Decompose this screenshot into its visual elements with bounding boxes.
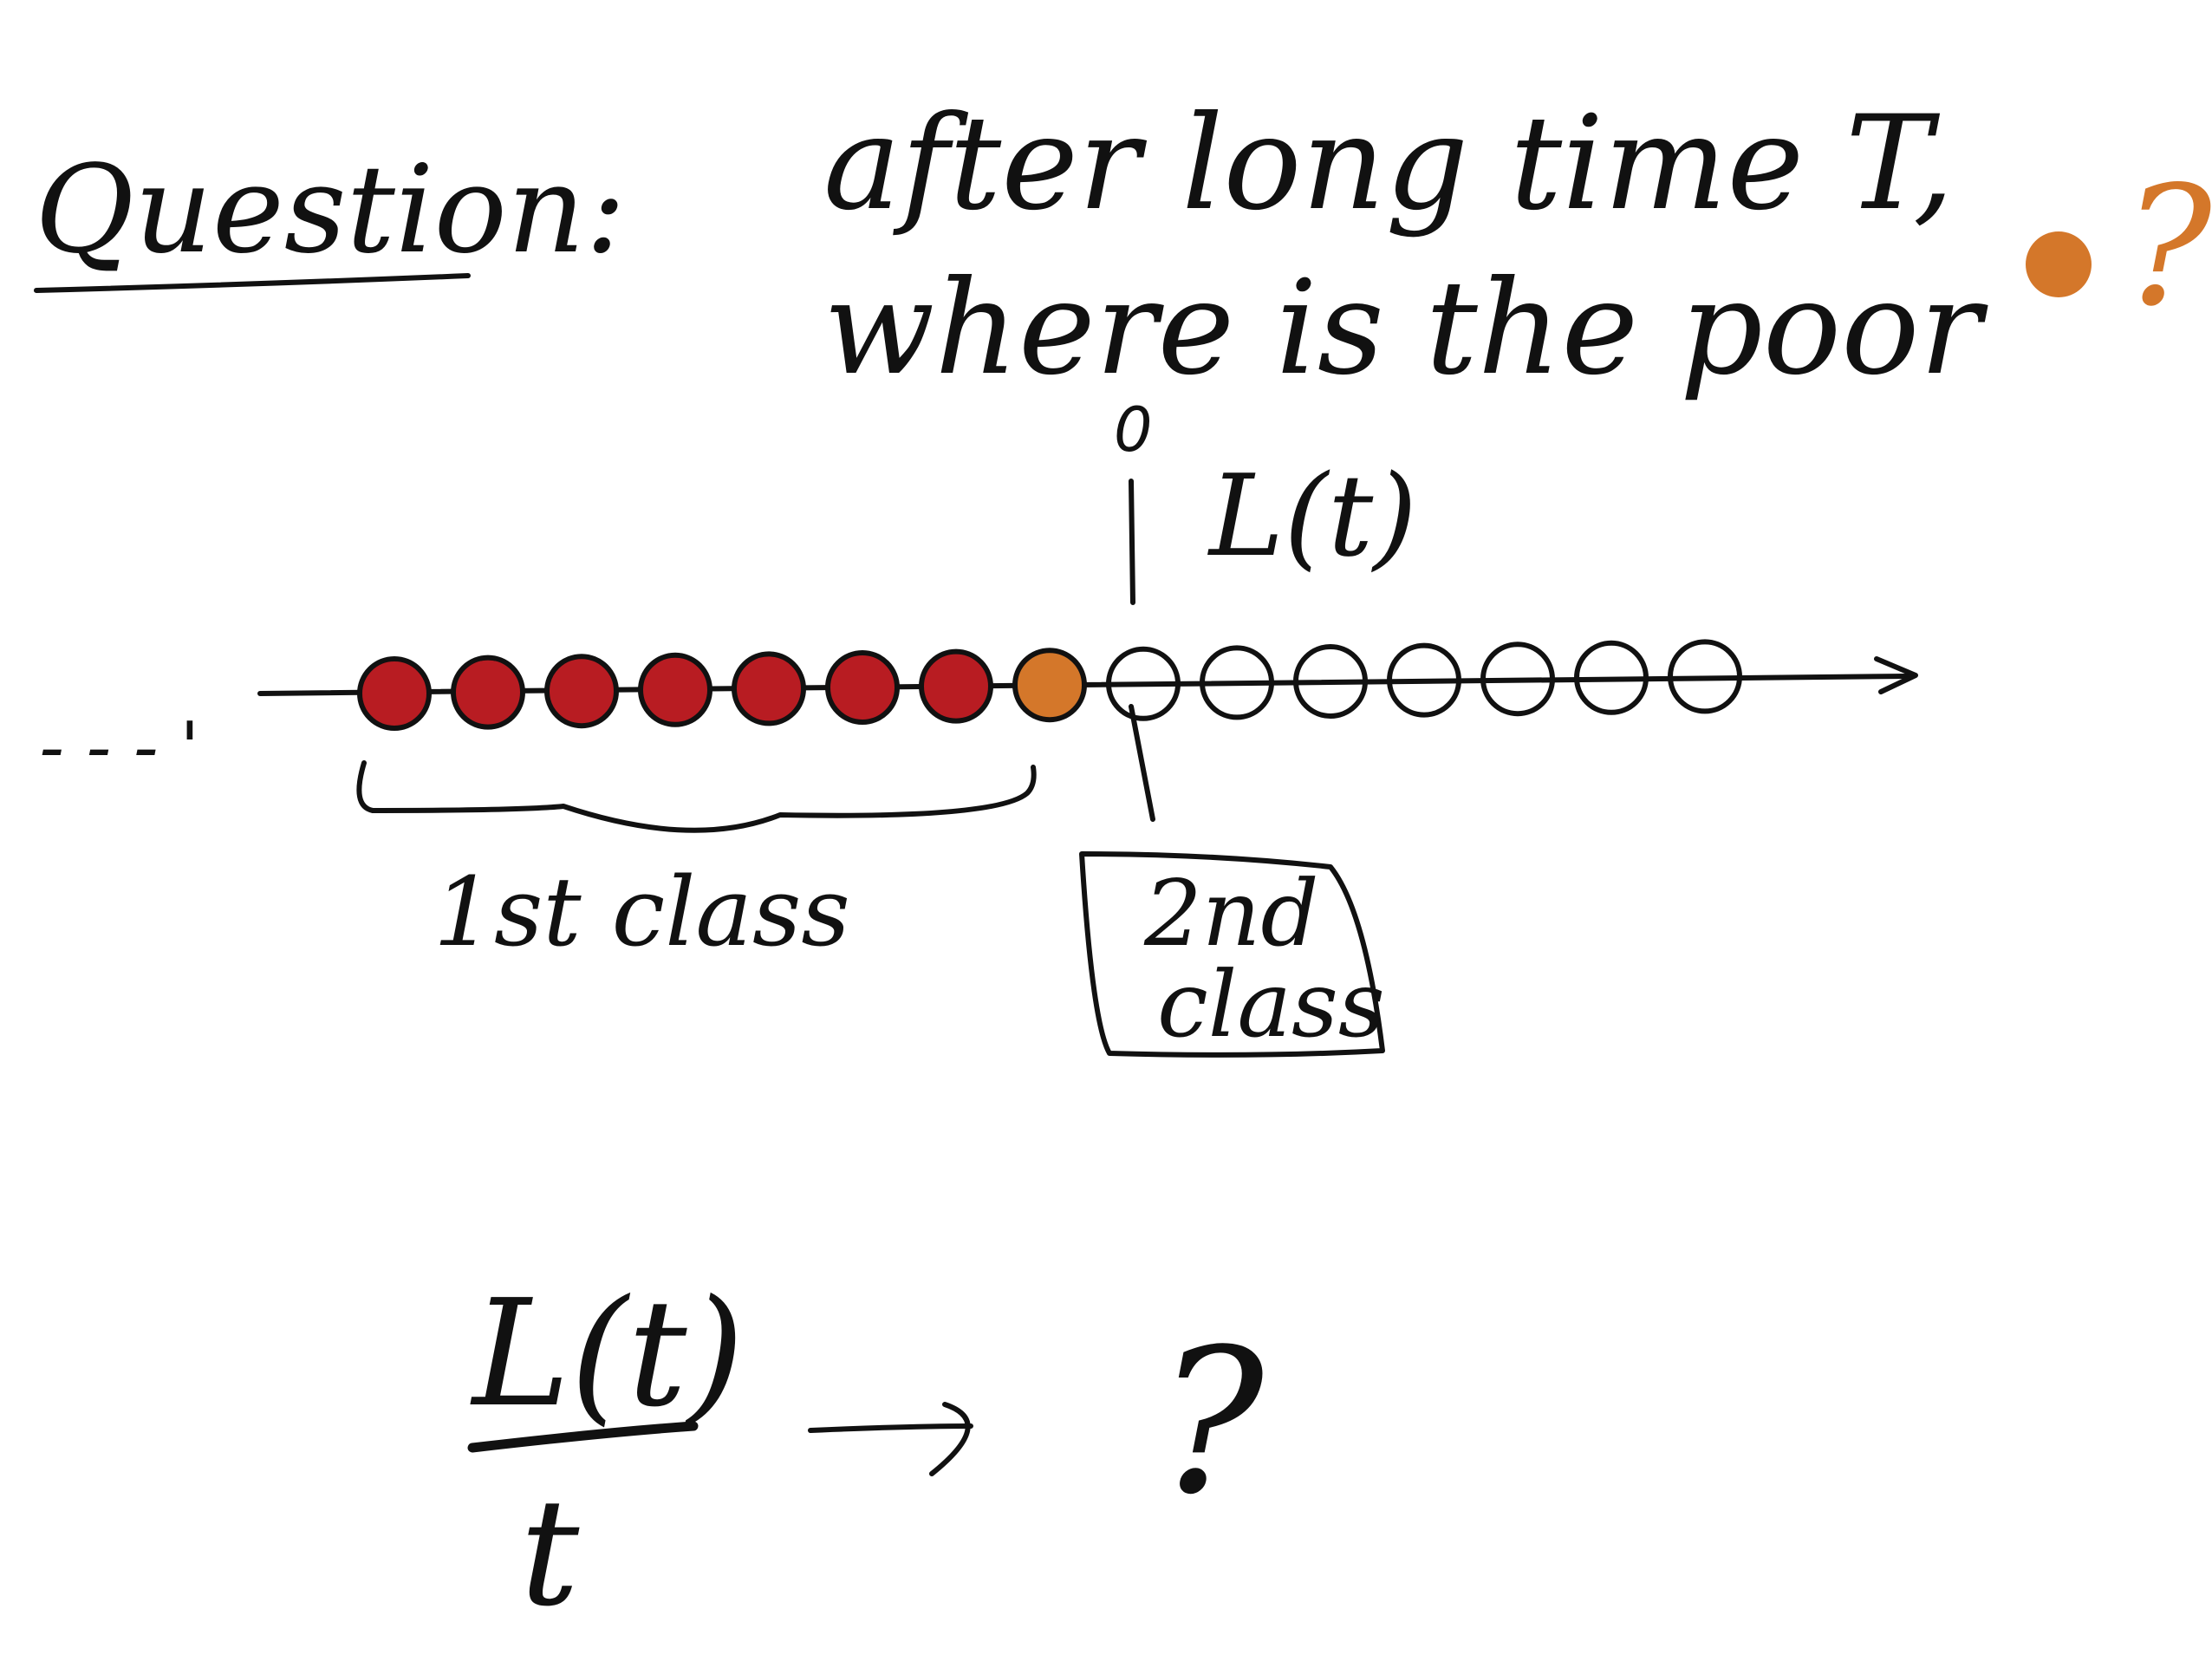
question-line-1: after long time T, (823, 88, 1955, 239)
question-mark-orange: ? (2124, 151, 2212, 342)
empty-site (1668, 639, 1742, 714)
axis-arrow-icon (1874, 656, 1918, 694)
left-continuation-dots: - - - ' (39, 707, 199, 788)
tagged-particle (1012, 648, 1087, 723)
first-class-particle (357, 656, 432, 731)
first-class-particles (357, 648, 993, 731)
question-line-2: where is the poor (823, 253, 1989, 404)
fraction-denominator: t (520, 1468, 580, 1639)
empty-sites (1106, 639, 1742, 721)
second-class-label-2: class (1157, 952, 1385, 1058)
first-class-particle (919, 648, 993, 724)
second-class-label-1: 2nd (1143, 861, 1319, 967)
limit-arrow-icon (929, 1402, 971, 1476)
origin-tick-upper (1129, 479, 1135, 605)
empty-site (1574, 640, 1649, 715)
fraction-result: ? (1157, 1307, 1265, 1539)
empty-site (1387, 642, 1461, 718)
origin-tick-lower (1129, 704, 1155, 822)
question-label: Question: (35, 140, 626, 281)
origin-label: 0 (1114, 394, 1153, 466)
first-class-particle (732, 651, 806, 726)
empty-site (1106, 646, 1181, 721)
question-underline (34, 273, 471, 293)
first-class-particle (825, 650, 900, 725)
empty-site (1293, 644, 1368, 719)
first-class-label: 1st class (433, 857, 850, 967)
fraction-bar (467, 1421, 699, 1453)
limit-arrow-shaft (808, 1423, 973, 1433)
empty-site (1480, 642, 1555, 717)
first-class-particle (451, 655, 525, 730)
tagged-particles (1012, 648, 1087, 723)
position-label: L(t) (1207, 450, 1417, 582)
first-class-particle (544, 654, 619, 729)
fraction-numerator: L(t) (470, 1268, 745, 1440)
first-class-particle (638, 652, 712, 727)
empty-site (1200, 645, 1274, 720)
first-class-brace (356, 760, 1037, 833)
tagged-particle-icon (2026, 231, 2092, 297)
second-class-box (1079, 851, 1385, 1058)
